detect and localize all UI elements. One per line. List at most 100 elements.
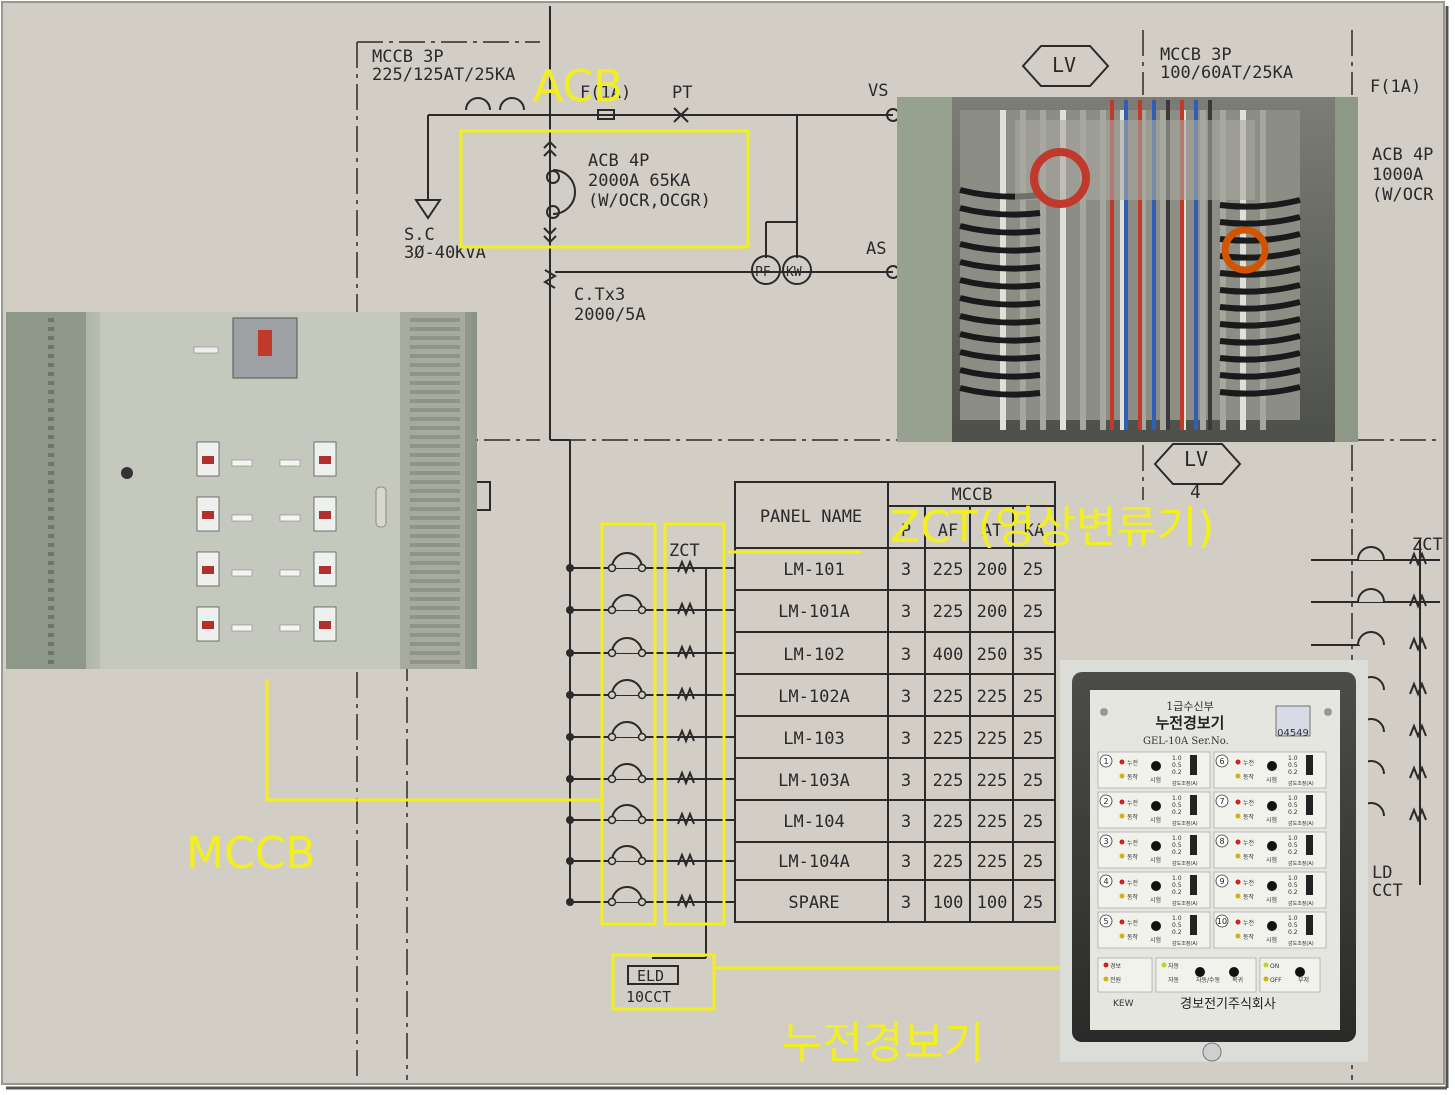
- sens-label: 감도조정(A): [1288, 860, 1314, 867]
- test-button[interactable]: [1151, 881, 1161, 891]
- table-cell-p: 3: [901, 893, 911, 913]
- sens-dial[interactable]: [1306, 875, 1313, 895]
- mccb-header: MCCB: [952, 485, 993, 505]
- fuse-right-label: F(1A): [1370, 77, 1421, 97]
- zct-highlight-box: [663, 522, 726, 926]
- test-button[interactable]: [1151, 801, 1161, 811]
- table-cell-p: 3: [901, 645, 911, 665]
- mccb-breaker-symbol: [611, 804, 643, 821]
- table-cell-at: 225: [977, 852, 1008, 872]
- operate-label: 동작: [1243, 934, 1255, 941]
- table-cell-ka: 25: [1023, 602, 1043, 622]
- test-label: 시험: [1150, 936, 1161, 944]
- sens-value: 0.2: [1172, 769, 1182, 776]
- right-zct-symbol: [1409, 593, 1427, 609]
- sens-value: 0.2: [1172, 809, 1182, 816]
- sens-label: 감도조정(A): [1172, 860, 1198, 867]
- relay-control-button[interactable]: [1229, 967, 1239, 977]
- relay-control-button[interactable]: [1195, 967, 1205, 977]
- sens-dial[interactable]: [1306, 755, 1313, 775]
- relay-bottom-label: 복귀: [1232, 976, 1243, 984]
- sens-value: 0.5: [1288, 842, 1298, 849]
- lv1-label: LV: [1052, 53, 1076, 77]
- sens-value: 0.5: [1288, 882, 1298, 889]
- operate-label: 동작: [1243, 814, 1255, 821]
- p-header: P: [901, 521, 911, 541]
- zct-callout: ZCT(영상변류기): [890, 502, 1214, 553]
- operate-label: 동작: [1127, 854, 1139, 861]
- sens-value: 0.5: [1172, 882, 1182, 889]
- test-label: 시험: [1266, 896, 1277, 904]
- relay-control-button[interactable]: [1295, 967, 1305, 977]
- eld-right-line1: LD: [1372, 863, 1392, 883]
- af-header: AF: [938, 521, 958, 541]
- zct-column-label: ZCT: [669, 541, 700, 561]
- operate-label: 동작: [1127, 894, 1139, 901]
- at-header: AT: [982, 521, 1002, 541]
- right-mccb-symbol: [1357, 631, 1385, 646]
- sens-value: 1.0: [1172, 875, 1182, 882]
- sc-label-line1: S.C: [404, 225, 435, 245]
- sens-dial[interactable]: [1190, 755, 1197, 775]
- zct-symbol: [677, 644, 695, 660]
- zct-symbol: [677, 770, 695, 786]
- zct-symbol: [677, 601, 695, 617]
- relay-bottom-label: 자동: [1168, 962, 1180, 970]
- mccb-breaker-symbol: [611, 679, 643, 696]
- right-zct-symbol: [1409, 681, 1427, 697]
- test-button[interactable]: [1267, 921, 1277, 931]
- sens-label: 감도조정(A): [1172, 780, 1198, 787]
- table-cell-af: 225: [933, 560, 964, 580]
- table-cell-af: 225: [933, 812, 964, 832]
- channel-number: 8: [1219, 837, 1224, 846]
- acb-spec-line1: ACB 4P: [588, 151, 649, 171]
- sens-dial[interactable]: [1306, 795, 1313, 815]
- sens-dial[interactable]: [1190, 875, 1197, 895]
- table-cell-af: 225: [933, 687, 964, 707]
- channel-number: 6: [1219, 757, 1224, 766]
- table-cell-ka: 25: [1023, 852, 1043, 872]
- sens-dial[interactable]: [1190, 915, 1197, 935]
- zct-symbol: [677, 811, 695, 827]
- sens-dial[interactable]: [1190, 835, 1197, 855]
- eld-right-line2: CCT: [1372, 881, 1403, 901]
- sens-dial[interactable]: [1306, 835, 1313, 855]
- test-button[interactable]: [1151, 841, 1161, 851]
- test-label: 시험: [1266, 856, 1277, 864]
- sens-value: 0.2: [1288, 769, 1298, 776]
- sens-dial[interactable]: [1306, 915, 1313, 935]
- table-cell-af: 225: [933, 602, 964, 622]
- test-button[interactable]: [1267, 841, 1277, 851]
- test-button[interactable]: [1267, 801, 1277, 811]
- relay-bottom-label: OFF: [1270, 977, 1282, 984]
- acb-right-line3: (W/OCR: [1372, 185, 1434, 205]
- sens-value: 0.5: [1288, 922, 1298, 929]
- eld-cct-label: 10CCT: [626, 988, 671, 1006]
- table-cell-at: 225: [977, 687, 1008, 707]
- table-cell-ka: 25: [1023, 560, 1043, 580]
- table-cell-ka: 25: [1023, 771, 1043, 791]
- sens-value: 1.0: [1288, 835, 1298, 842]
- table-cell-p: 3: [901, 560, 911, 580]
- mccb-highlight-box: [600, 522, 657, 926]
- relay-bottom-label: 경보: [1110, 963, 1122, 970]
- acb-spec-line2: 2000A 65KA: [588, 171, 690, 191]
- leak-label: 누전: [1243, 839, 1254, 847]
- test-button[interactable]: [1267, 881, 1277, 891]
- test-button[interactable]: [1151, 761, 1161, 771]
- sens-value: 1.0: [1172, 795, 1182, 802]
- table-cell-at: 100: [977, 893, 1008, 913]
- test-label: 시험: [1150, 856, 1161, 864]
- sens-value: 0.2: [1288, 849, 1298, 856]
- sens-dial[interactable]: [1190, 795, 1197, 815]
- acb-spec-line3: (W/OCR,OCGR): [588, 191, 711, 211]
- mccb-main-line1: MCCB 3P: [372, 47, 444, 67]
- test-button[interactable]: [1267, 761, 1277, 771]
- diagram-linework: [356, 6, 1440, 1080]
- channel-number: 5: [1103, 917, 1108, 926]
- relay-subtitle: 1급수신부: [1166, 700, 1213, 713]
- sens-value: 0.5: [1288, 802, 1298, 809]
- table-cell-af: 100: [933, 893, 964, 913]
- sens-value: 0.5: [1172, 922, 1182, 929]
- test-button[interactable]: [1151, 921, 1161, 931]
